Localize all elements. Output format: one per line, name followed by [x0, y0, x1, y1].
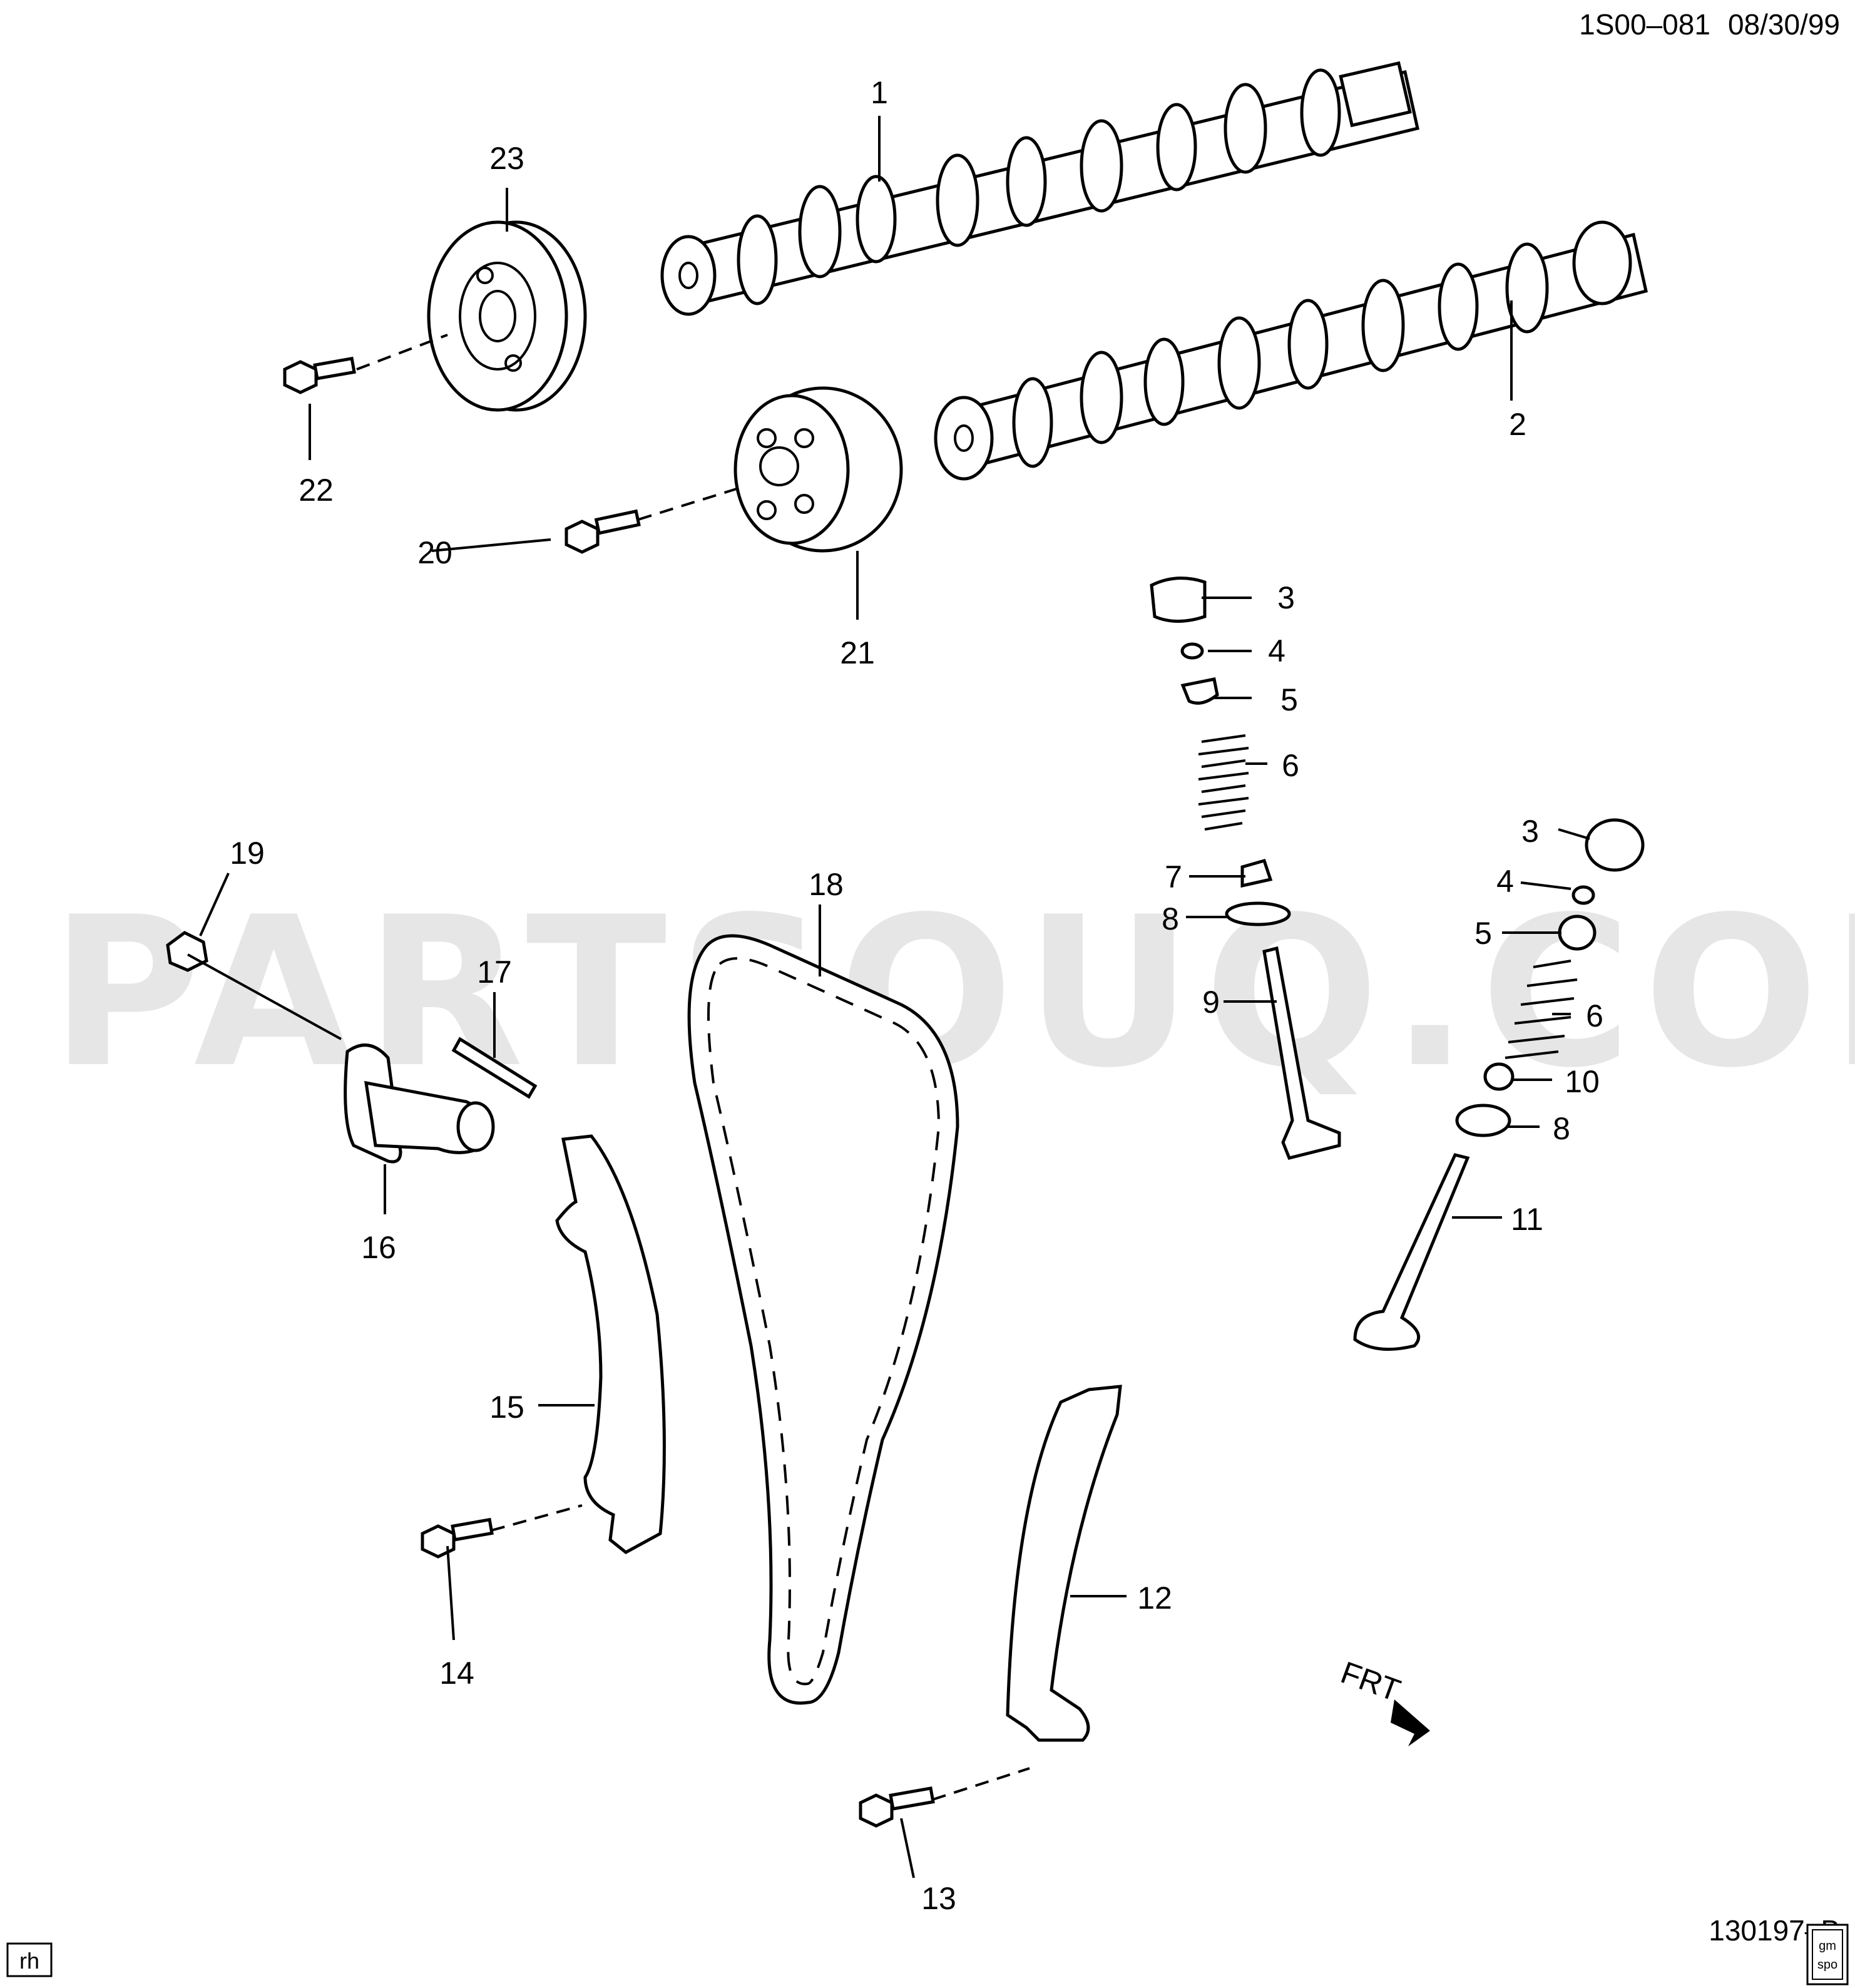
- callout-1: 1: [871, 75, 888, 110]
- callout-17: 17: [477, 955, 512, 990]
- callout-5-left: 5: [1280, 682, 1298, 717]
- callout-8-left: 8: [1162, 901, 1179, 936]
- callout-14: 14: [439, 1656, 474, 1691]
- callout-9: 9: [1202, 985, 1220, 1020]
- callout-3-right: 3: [1521, 814, 1539, 849]
- valve-assembly-2: [1353, 818, 1645, 1351]
- callout-20: 20: [417, 535, 452, 570]
- front-arrow-icon: [1391, 1699, 1430, 1746]
- leader-lines: [199, 116, 1590, 1878]
- callout-labels: 1 2 3 4 5 6 7 8 9 3 4 5 6 10 8 11 12 13 …: [230, 75, 1603, 1916]
- callout-22: 22: [299, 473, 334, 508]
- callout-23: 23: [489, 141, 524, 176]
- bolt-20: [565, 509, 641, 554]
- timing-chain: [687, 934, 959, 1705]
- chain-guide-12: [1006, 1385, 1122, 1742]
- callout-5-right: 5: [1474, 916, 1492, 951]
- callout-10: 10: [1565, 1064, 1600, 1099]
- callout-11: 11: [1511, 1202, 1543, 1237]
- bolt-22: [283, 356, 356, 394]
- callout-8-right: 8: [1553, 1111, 1570, 1146]
- rh-label: rh: [19, 1948, 39, 1974]
- header-code: 1S00–081: [1579, 8, 1710, 41]
- callout-12: 12: [1137, 1581, 1172, 1616]
- front-direction-indicator: FRT: [1336, 1654, 1430, 1746]
- chain-tensioner: [344, 1043, 495, 1164]
- stud-17: [451, 1037, 538, 1099]
- bolt-13: [859, 1786, 935, 1828]
- callout-13: 13: [921, 1881, 956, 1916]
- callout-6-right: 6: [1586, 998, 1603, 1033]
- callout-4-left: 4: [1268, 633, 1285, 669]
- callout-4-right: 4: [1496, 864, 1514, 899]
- callout-3-left: 3: [1277, 580, 1295, 615]
- header-code-date: 1S00–081 08/30/99: [1579, 8, 1840, 41]
- callout-7: 7: [1165, 859, 1182, 894]
- header-date: 08/30/99: [1728, 8, 1840, 41]
- vvt-sprocket: [733, 386, 903, 553]
- valve-assembly-1: [1150, 576, 1341, 1160]
- callout-19: 19: [230, 836, 265, 871]
- gm-spo-logo: gm spo: [1806, 1924, 1849, 1985]
- callout-15: 15: [489, 1390, 524, 1425]
- callout-21: 21: [840, 635, 875, 670]
- camshaft-sprocket: [427, 220, 587, 412]
- callout-2: 2: [1509, 407, 1526, 442]
- callout-16: 16: [361, 1230, 396, 1265]
- rh-box: rh: [6, 1942, 53, 1977]
- callout-18: 18: [809, 867, 844, 902]
- logo-top-text: gm: [1819, 1939, 1836, 1953]
- chain-guide-15: [555, 1134, 666, 1554]
- callout-6-left: 6: [1282, 748, 1299, 783]
- camshaft-upper: [660, 61, 1419, 316]
- camshaft-lower: [934, 220, 1648, 481]
- bolt-14: [421, 1517, 494, 1559]
- logo-bottom-text: spo: [1817, 1958, 1837, 1972]
